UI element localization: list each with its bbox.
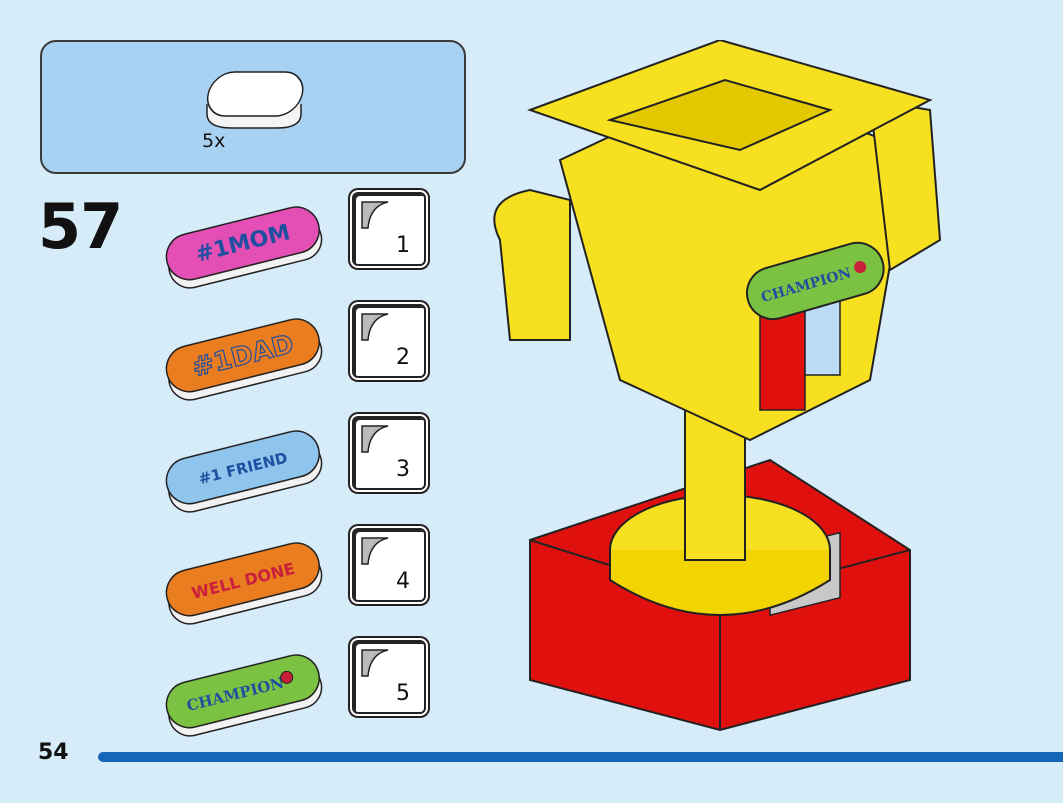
sticker-tile-champion: CHAMPION	[165, 654, 323, 737]
sticker-row-5: CHAMPION 5	[160, 640, 430, 737]
sticker-curl-icon	[361, 313, 389, 341]
sticker-row-1: #1MOM 1	[160, 192, 430, 289]
sticker-sheet-ref: 3	[352, 416, 426, 490]
sticker-number: 5	[396, 681, 410, 706]
sticker-sheet-ref: 1	[352, 192, 426, 266]
progress-bar	[98, 752, 1063, 762]
sticker-sheet-ref: 4	[352, 528, 426, 602]
step-number: 57	[38, 190, 123, 263]
sticker-row-2: #1DAD 2	[160, 304, 430, 401]
sticker-curl-icon	[361, 425, 389, 453]
sticker-sheet-ref: 5	[352, 640, 426, 714]
sticker-number: 1	[396, 233, 410, 258]
sticker-number: 4	[396, 569, 410, 594]
sticker-row-3: #1 FRIEND 3	[160, 416, 430, 513]
sticker-curl-icon	[361, 201, 389, 229]
sticker-tile-dad: #1DAD	[165, 318, 323, 401]
sticker-sheet-ref: 2	[352, 304, 426, 378]
trophy-model-illustration: CHAMPION	[493, 40, 942, 732]
sticker-number: 3	[396, 457, 410, 482]
sticker-row-4: WELL DONE 4	[160, 528, 430, 625]
part-quantity: 5x	[202, 130, 226, 152]
sticker-number: 2	[396, 345, 410, 370]
page-number: 54	[38, 740, 69, 765]
sticker-curl-icon	[361, 537, 389, 565]
sticker-tile-mom: #1MOM	[165, 206, 323, 289]
sticker-tile-well-done: WELL DONE	[165, 542, 323, 625]
white-oval-tile-icon	[206, 71, 304, 129]
sticker-tile-friend: #1 FRIEND	[165, 430, 323, 513]
parts-callout: 5x	[40, 40, 466, 174]
sticker-curl-icon	[361, 649, 389, 677]
